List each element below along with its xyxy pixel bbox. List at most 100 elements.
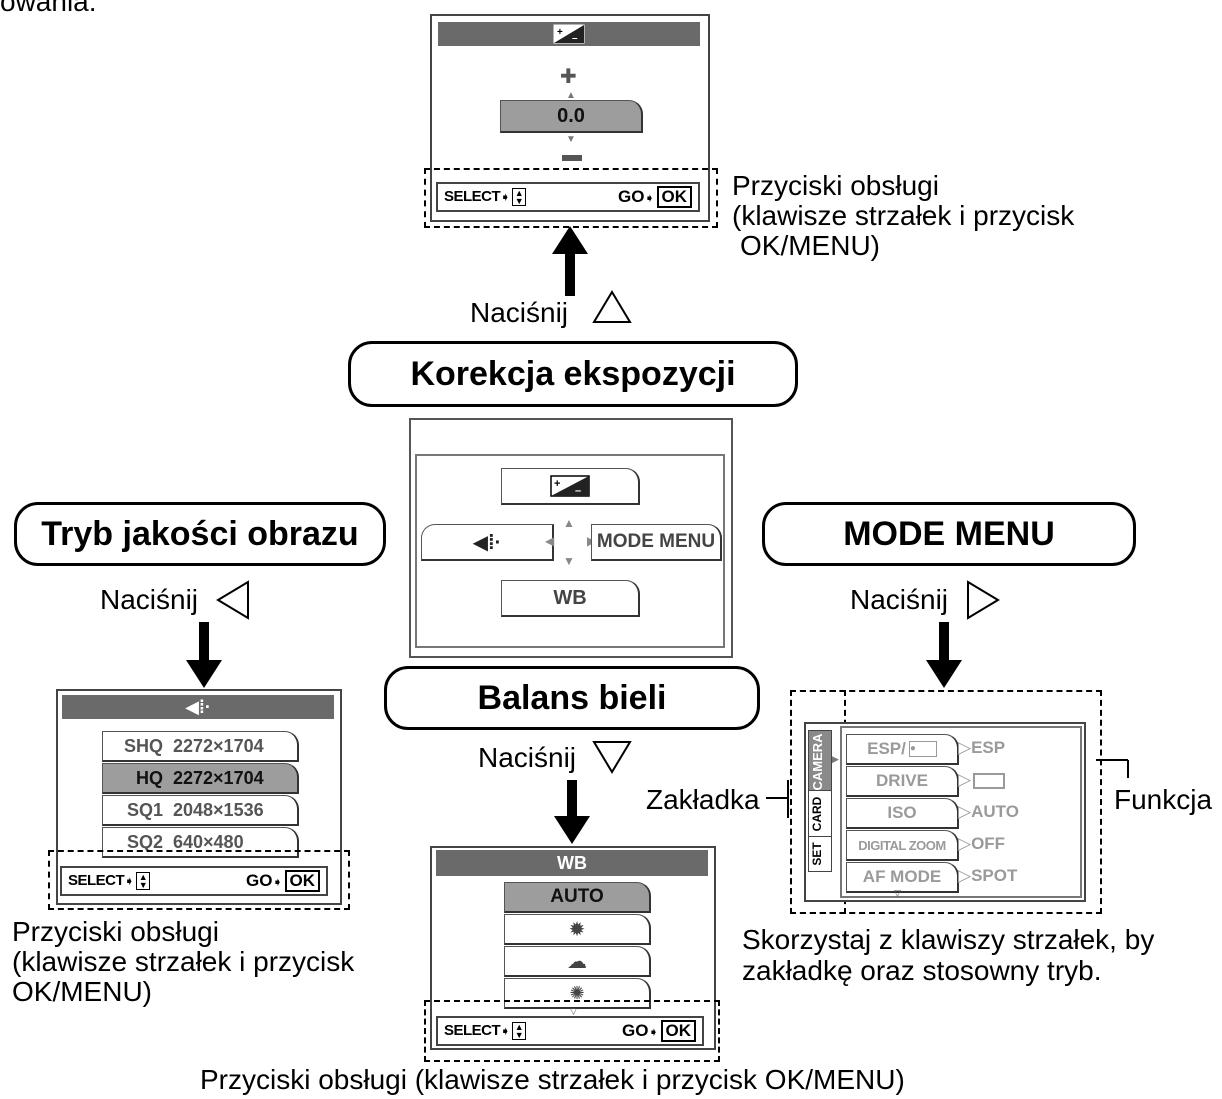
updown-icon: ▲▼: [136, 871, 151, 890]
scroll-down-icon[interactable]: ▽: [570, 1006, 577, 1016]
down-arrow-icon[interactable]: ▼: [566, 134, 576, 145]
wb-footer-dashed-box: [424, 1000, 720, 1062]
menu-row-iso[interactable]: ISO: [846, 798, 959, 829]
tab-set-label: SET: [810, 842, 824, 866]
down-triangle-icon: [592, 741, 632, 774]
mode-menu-screen: CAMERA CARD SET ▶ ESP/ ● ▷ESP DRIVE ▷ IS…: [804, 722, 1086, 902]
arrow-up-icon: [552, 226, 588, 296]
menu-row-af-mode[interactable]: AF MODE: [846, 862, 959, 893]
annot-buttons-top-3: OK/MENU): [740, 230, 880, 261]
menu-row-digital-zoom[interactable]: DIGITAL ZOOM: [846, 830, 959, 861]
ok-button[interactable]: OK: [284, 870, 320, 892]
exposure-menu-button[interactable]: + –: [501, 468, 640, 505]
arrow-right-icon: ➧: [272, 875, 283, 889]
arrow-right-icon: ➧: [500, 190, 511, 205]
menu-row-value: ▷AUTO: [958, 802, 1019, 821]
svg-text:+: +: [557, 27, 563, 38]
wb-option-tungsten[interactable]: ✺: [504, 978, 651, 1009]
label-mode-menu: MODE MENU: [762, 502, 1136, 566]
menu-row-drive[interactable]: DRIVE: [846, 766, 959, 797]
quality-resolution: 640×480: [173, 831, 244, 852]
press-left-text: Naciśnij: [100, 584, 199, 615]
menu-row-value: ▷SPOT: [958, 866, 1018, 885]
quality-option[interactable]: SHQ 2272×1704: [102, 731, 299, 762]
exposure-footer: SELECT➧▲▼ GO➧OK: [436, 182, 700, 212]
up-arrow-icon[interactable]: ▲: [566, 90, 576, 101]
quality-title-bar: ◀⁞·: [62, 695, 334, 719]
arrow-right-icon: ➧: [644, 191, 655, 205]
updown-icon: ▲▼: [512, 1021, 527, 1040]
go-label: GO: [617, 187, 645, 206]
quality-option-selected[interactable]: HQ 2272×1704: [102, 763, 299, 794]
quality-option[interactable]: SQ2 640×480: [102, 827, 299, 858]
go-label: GO: [621, 1021, 649, 1040]
annot-mode-menu-1: Skorzystaj z klawiszy strzałek, by: [742, 924, 1155, 955]
annot-mode-menu-2: zakładkę oraz stosowny tryb.: [742, 955, 1102, 986]
menu-row-esp[interactable]: ESP/ ●: [846, 734, 959, 765]
quality-option[interactable]: SQ1 2048×1536: [102, 795, 299, 826]
center-menu-screen: + – ◀⁞· ▲ ◀ ▼ ▶ MODE MENU WB: [409, 418, 733, 658]
cloud-icon: ☁: [567, 950, 587, 973]
function-bracket: [1096, 759, 1129, 778]
tungsten-bulb-icon: ✺: [569, 982, 585, 1003]
wb-title-bar: WB: [436, 850, 708, 876]
tab-camera-label: CAMERA: [810, 733, 825, 791]
menu-row-name: ESP/: [867, 739, 906, 758]
quality-mode: SHQ: [123, 735, 163, 756]
wb-menu-button[interactable]: WB: [501, 580, 640, 617]
svg-text:–: –: [572, 33, 578, 44]
right-triangle-icon: [967, 580, 1000, 620]
wb-footer: SELECT➧▲▼ GO➧OK: [436, 1016, 704, 1046]
wb-option-cloudy[interactable]: ☁: [504, 946, 651, 977]
label-quality: Tryb jakości obrazu: [14, 502, 386, 566]
up-arrow-icon[interactable]: ▲: [563, 516, 575, 530]
quality-resolution: 2048×1536: [173, 799, 264, 820]
exposure-value: 0.0: [500, 100, 643, 133]
press-right-text: Naciśnij: [850, 584, 949, 615]
plus-icon: ✚: [560, 66, 577, 88]
label-tab: Zakładka: [646, 784, 760, 815]
quality-footer-dashed-box: [48, 850, 350, 910]
exposure-compensation-icon: + –: [550, 475, 590, 497]
mode-menu-button[interactable]: MODE MENU: [591, 524, 722, 561]
quality-resolution: 2272×1704: [173, 735, 264, 756]
scroll-down-icon[interactable]: ▽: [894, 888, 901, 898]
wb-option-sunny[interactable]: ✹: [504, 914, 651, 945]
down-arrow-icon[interactable]: ▼: [563, 554, 575, 568]
exposure-footer-dashed-box: [424, 168, 718, 228]
menu-row-value: ▷ESP: [958, 738, 1006, 757]
tab-bracket: [766, 780, 789, 818]
quality-menu-button[interactable]: ◀⁞·: [421, 524, 554, 561]
arrow-right-icon: ➧: [500, 1024, 511, 1039]
tab-camera[interactable]: CAMERA: [808, 730, 832, 792]
arrow-right-icon: ➧: [124, 874, 135, 889]
quality-resolution: 2272×1704: [173, 767, 264, 788]
label-function: Funkcja: [1114, 784, 1213, 815]
label-wb: Balans bieli: [384, 666, 760, 730]
left-triangle-icon: [216, 580, 249, 620]
quality-icon: ◀⁞·: [185, 696, 211, 717]
ok-button[interactable]: OK: [656, 186, 692, 208]
sun-icon: ✹: [568, 918, 586, 941]
tab-card[interactable]: CARD: [808, 790, 832, 838]
exposure-title-bar: + –: [438, 22, 700, 46]
select-label: SELECT: [68, 872, 125, 890]
annot-buttons-top-2: (klawisze strzałek i przycisk: [732, 200, 1075, 231]
svg-text:+: +: [554, 478, 560, 490]
label-exposure: Korekcja ekspozycji: [348, 341, 798, 407]
annot-buttons-bottom: Przyciski obsługi (klawisze strzałek i p…: [200, 1064, 905, 1095]
quality-mode: SQ2: [126, 831, 163, 852]
svg-text:–: –: [575, 485, 581, 497]
menu-row-value: ▷: [958, 770, 1006, 790]
quality-mode: HQ: [136, 767, 163, 788]
arrow-right-icon: ➧: [648, 1025, 659, 1039]
ok-button[interactable]: OK: [660, 1020, 696, 1042]
quality-mode: SQ1: [126, 799, 163, 820]
exposure-compensation-icon: + –: [553, 24, 585, 44]
left-arrow-icon[interactable]: ◀: [545, 534, 555, 548]
updown-icon: ▲▼: [512, 187, 527, 206]
tab-set[interactable]: SET: [808, 836, 832, 872]
tab-arrow-icon: ▶: [832, 754, 839, 764]
wb-option-auto[interactable]: AUTO: [504, 882, 651, 913]
